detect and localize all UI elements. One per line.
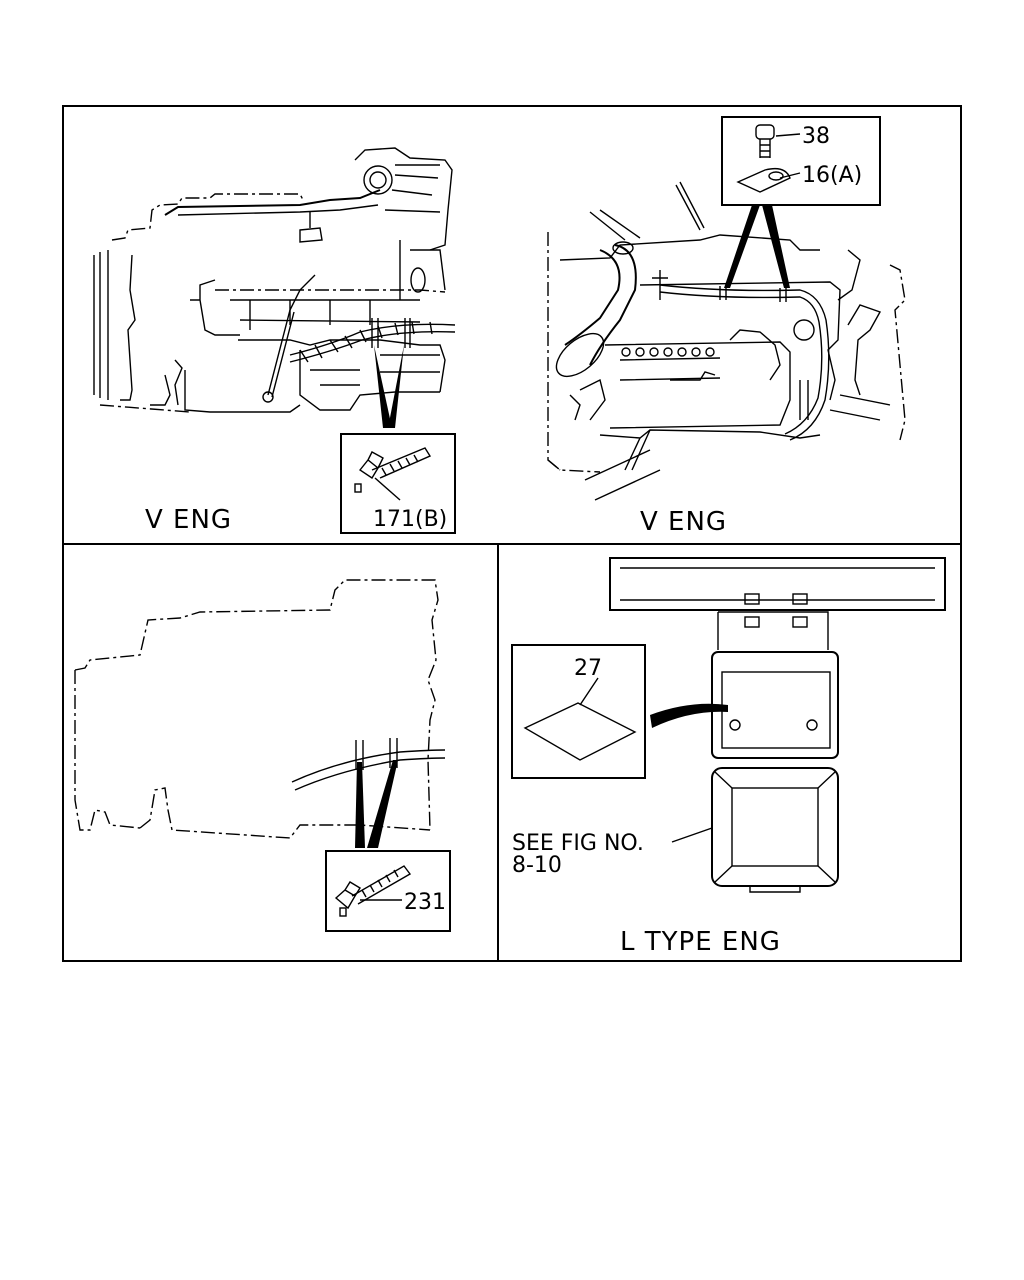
reference-line-2: 8-10: [512, 853, 562, 878]
bottom-left-panel: 231: [74, 579, 451, 932]
part-number-38: 38: [802, 124, 830, 149]
panel-title-v-eng-right: V ENG: [640, 507, 727, 537]
battery-box-view: [609, 557, 946, 893]
engine-outline-view: [74, 579, 446, 839]
part-number-16a: 16(A): [802, 163, 862, 188]
reference-leader: [671, 827, 713, 843]
v-engine-side-view: [93, 147, 456, 413]
panel-title-v-eng-left: V ENG: [145, 505, 232, 535]
leader-wedge-171b: [374, 345, 404, 428]
leader-wedge-27: [650, 703, 728, 728]
reference-line-1: SEE FIG NO.: [512, 831, 644, 856]
callout-box-231: [325, 850, 451, 932]
callout-box-27: [511, 644, 646, 779]
callout-box-171b: [340, 433, 456, 534]
v-engine-top-view: [547, 181, 906, 501]
part-number-171b: 171(B): [373, 507, 447, 532]
panel-frame: [62, 105, 962, 962]
callout-box-38-16a: [721, 116, 881, 206]
top-left-panel: 171(B) V ENG: [93, 147, 456, 535]
part-number-231: 231: [404, 890, 446, 915]
bottom-right-panel: 27 SEE FIG NO. 8-10 L TYPE ENG: [511, 557, 946, 957]
leader-wedge-231: [355, 760, 398, 848]
panel-title-l-type-eng: L TYPE ENG: [620, 927, 781, 957]
leader-wedge-16a: [724, 205, 790, 288]
top-right-panel: 38 16(A): [547, 116, 906, 537]
part-number-27: 27: [574, 656, 602, 681]
